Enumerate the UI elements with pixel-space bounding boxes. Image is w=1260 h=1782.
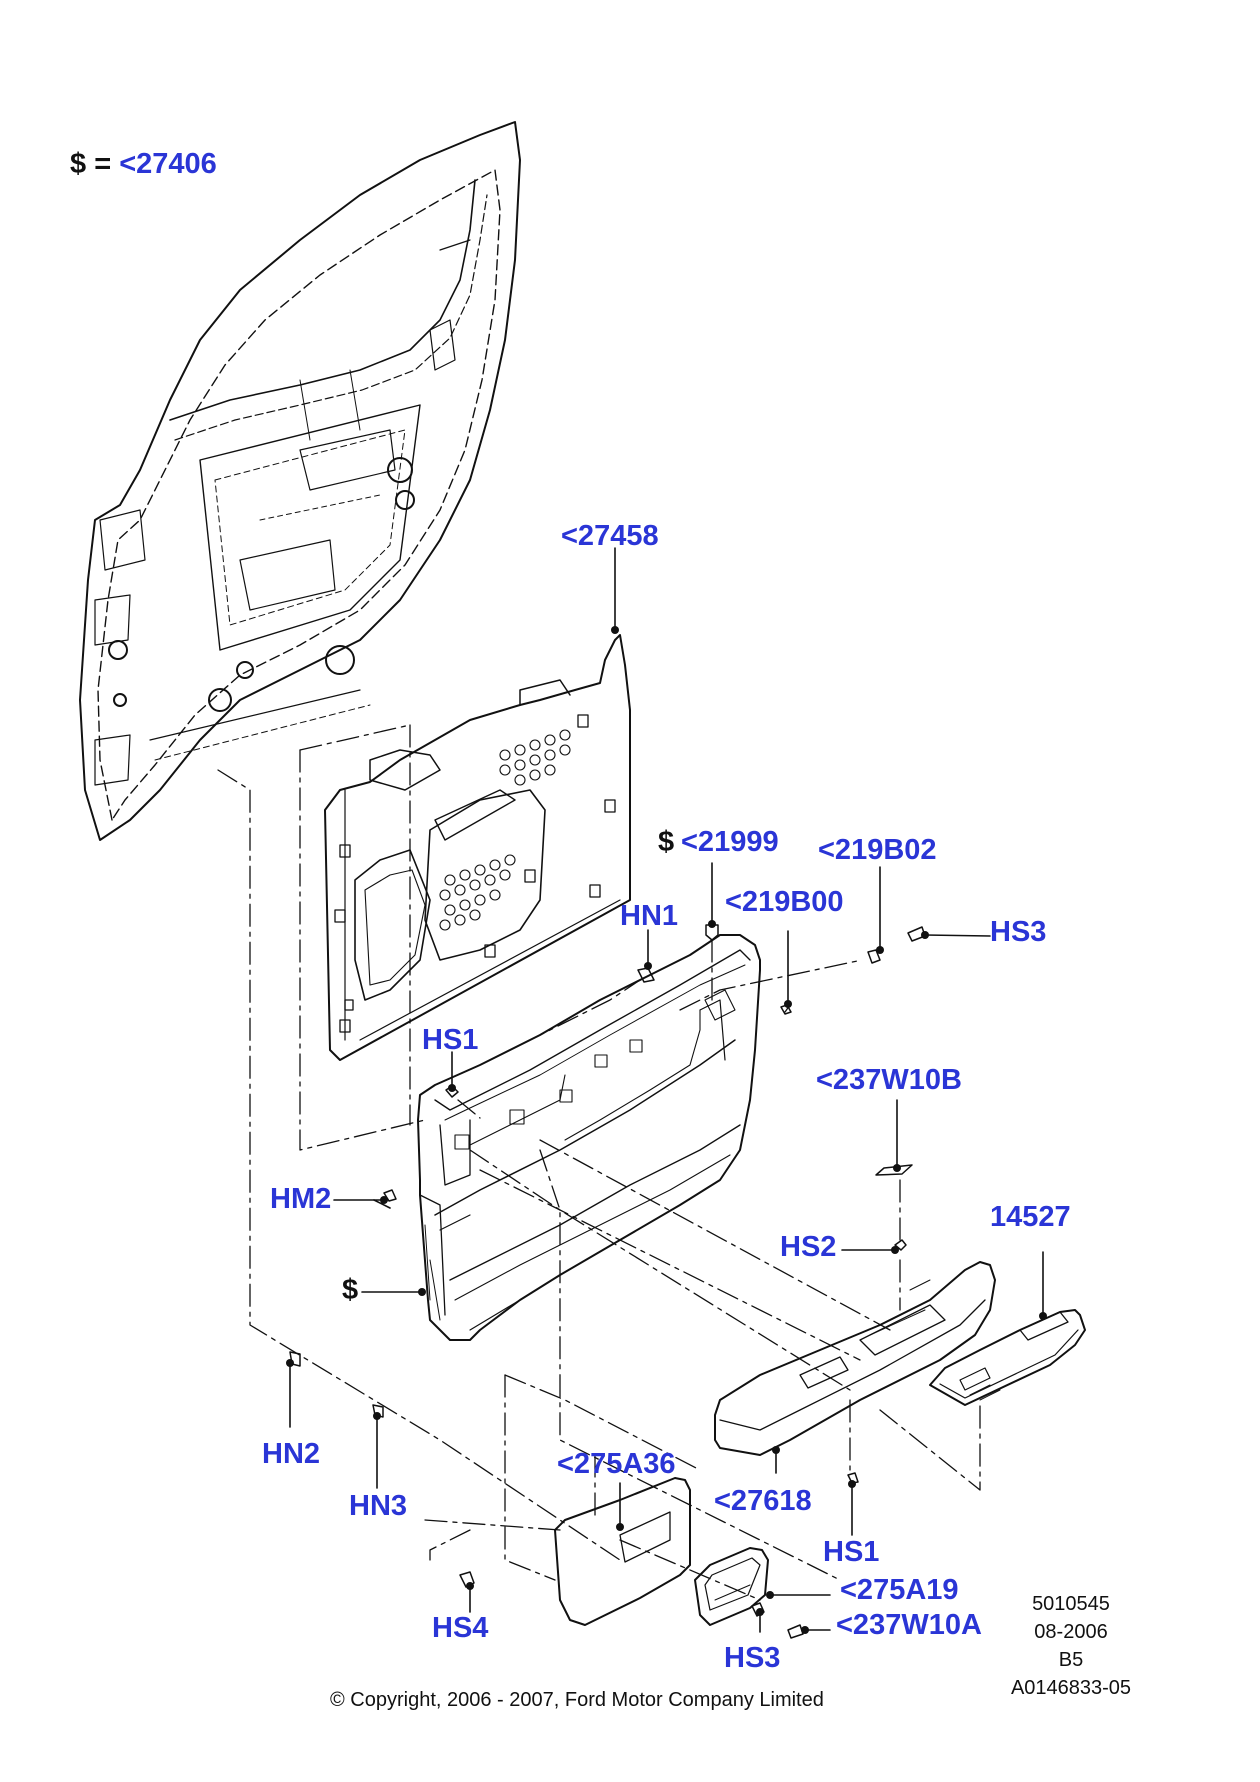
armrest bbox=[714, 1261, 996, 1456]
copyright-notice: © Copyright, 2006 - 2007, Ford Motor Com… bbox=[330, 1689, 824, 1711]
label-275A19-link[interactable]: <275A19 bbox=[840, 1574, 959, 1606]
label-HS4-link[interactable]: HS4 bbox=[432, 1612, 489, 1644]
legend: $ = <27406 bbox=[70, 150, 217, 179]
label-275A36-link[interactable]: <275A36 bbox=[557, 1448, 676, 1480]
label-HN1-link[interactable]: HN1 bbox=[620, 900, 679, 932]
fasteners[interactable] bbox=[289, 924, 926, 1639]
diagram-number: 5010545 bbox=[1032, 1593, 1110, 1615]
label-27458-link[interactable]: <27458 bbox=[561, 520, 659, 552]
illustration-id: A0146833-05 bbox=[1010, 1677, 1132, 1699]
assembly-lines bbox=[217, 724, 981, 1601]
dollar-mark-trim: $ bbox=[342, 1274, 359, 1306]
label-27618-link[interactable]: <27618 bbox=[714, 1485, 812, 1517]
label-HS1-bottom-link[interactable]: HS1 bbox=[823, 1536, 880, 1568]
legend-ref-link[interactable]: <27406 bbox=[119, 148, 217, 180]
label-219B00-link[interactable]: <219B00 bbox=[725, 886, 844, 918]
label-HM2-link[interactable]: HM2 bbox=[270, 1183, 332, 1215]
label-HN2-link[interactable]: HN2 bbox=[262, 1438, 321, 1470]
label-237W10A-link[interactable]: <237W10A bbox=[836, 1609, 982, 1641]
dollar-mark-21999: $ bbox=[658, 826, 675, 858]
leader-lines bbox=[289, 547, 1044, 1633]
map-pocket bbox=[554, 1477, 691, 1626]
label-237W10B-link[interactable]: <237W10B bbox=[816, 1064, 962, 1096]
trim-backing-panel bbox=[324, 634, 631, 1061]
label-14527-link[interactable]: 14527 bbox=[990, 1201, 1071, 1233]
legend-equals: = bbox=[94, 148, 112, 180]
label-HS2-link[interactable]: HS2 bbox=[780, 1231, 837, 1263]
label-HN3-link[interactable]: HN3 bbox=[349, 1490, 408, 1522]
door-shell bbox=[79, 121, 521, 841]
label-219B02-link[interactable]: <219B02 bbox=[818, 834, 937, 866]
label-HS3-top-link[interactable]: HS3 bbox=[990, 916, 1047, 948]
leader-dots bbox=[286, 626, 1047, 1634]
main-trim-panel bbox=[417, 934, 761, 1341]
switch-bezel bbox=[929, 1309, 1086, 1406]
label-HS3-bottom-link[interactable]: HS3 bbox=[724, 1642, 781, 1674]
handle-bezel bbox=[694, 1547, 769, 1626]
diagram-date: 08-2006 bbox=[1034, 1621, 1108, 1643]
diagram-revision: B5 bbox=[1058, 1649, 1084, 1671]
label-HS1-top-link[interactable]: HS1 bbox=[422, 1024, 479, 1056]
legend-symbol: $ bbox=[70, 148, 87, 180]
label-21999-link[interactable]: <21999 bbox=[681, 826, 779, 858]
